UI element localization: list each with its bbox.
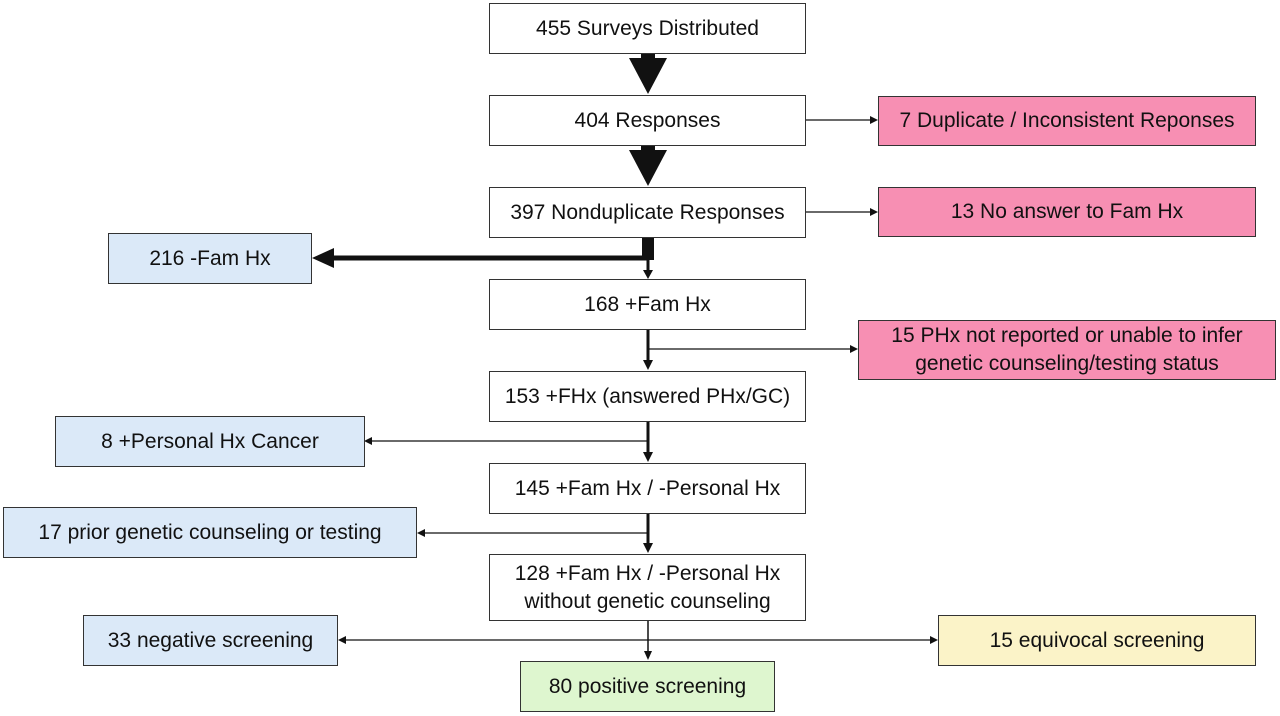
box-negative-label: 33 negative screening — [107, 628, 314, 652]
branch-216-head — [312, 248, 334, 268]
box-negative-screening: 33 negative screening — [83, 615, 338, 666]
box-without-gc-line2: without genetic counseling — [524, 589, 771, 613]
head-to-168 — [643, 270, 653, 279]
thick-arrow-shaft-1 — [641, 54, 655, 60]
box-equivocal-screening: 15 equivocal screening — [938, 615, 1256, 666]
box-famhx-negative: 216 -Fam Hx — [108, 233, 312, 284]
box-famhx-neg-personal-label: 145 +Fam Hx / -Personal Hx — [514, 476, 781, 500]
box-prior-genetic-counseling: 17 prior genetic counseling or testing — [3, 507, 417, 558]
box-without-gc-line1: 128 +Fam Hx / -Personal Hx — [514, 561, 781, 585]
box-famhx-negative-label: 216 -Fam Hx — [149, 246, 271, 270]
box-without-genetic-counseling: 128 +Fam Hx / -Personal Hx without genet… — [489, 554, 806, 621]
thick-arrow-shaft-2 — [641, 146, 655, 152]
box-phx-not-reported: 15 PHx not reported or unable to infer g… — [858, 320, 1276, 380]
box-prior-gc-label: 17 prior genetic counseling or testing — [38, 520, 382, 544]
box-nonduplicate-label: 397 Nonduplicate Responses — [510, 200, 785, 224]
box-nonduplicate-responses: 397 Nonduplicate Responses — [489, 187, 806, 238]
box-famhx-positive-label: 168 +Fam Hx — [584, 292, 711, 316]
box-surveys-label: 455 Surveys Distributed — [536, 16, 759, 40]
box-duplicate-inconsistent: 7 Duplicate / Inconsistent Reponses — [878, 96, 1256, 146]
thin-arrows — [338, 116, 938, 660]
thick-arrow-head-2 — [629, 150, 667, 186]
box-personal-hx-label: 8 +Personal Hx Cancer — [101, 429, 319, 453]
box-fhx-answered-label: 153 +FHx (answered PHx/GC) — [504, 384, 791, 408]
box-no-answer-famhx: 13 No answer to Fam Hx — [878, 187, 1256, 237]
box-responses: 404 Responses — [489, 95, 806, 146]
box-famhx-neg-personal: 145 +Fam Hx / -Personal Hx — [489, 463, 806, 514]
box-personal-hx-cancer: 8 +Personal Hx Cancer — [55, 416, 365, 467]
box-famhx-positive: 168 +Fam Hx — [489, 279, 806, 330]
box-phx-line2: genetic counseling/testing status — [915, 352, 1219, 375]
main-thick-arrows — [312, 54, 667, 279]
box-duplicate-label: 7 Duplicate / Inconsistent Reponses — [899, 109, 1235, 132]
box-responses-label: 404 Responses — [574, 108, 721, 132]
box-positive-label: 80 positive screening — [548, 674, 747, 698]
box-no-answer-label: 13 No answer to Fam Hx — [950, 200, 1184, 223]
thick-arrow-head-1 — [629, 58, 667, 94]
box-positive-screening: 80 positive screening — [520, 661, 775, 712]
box-equivocal-label: 15 equivocal screening — [989, 628, 1205, 652]
box-fhx-answered: 153 +FHx (answered PHx/GC) — [489, 371, 806, 422]
box-surveys-distributed: 455 Surveys Distributed — [489, 3, 806, 54]
box-phx-line1: 15 PHx not reported or unable to infer — [891, 324, 1243, 347]
thick-shaft-397 — [642, 238, 654, 260]
